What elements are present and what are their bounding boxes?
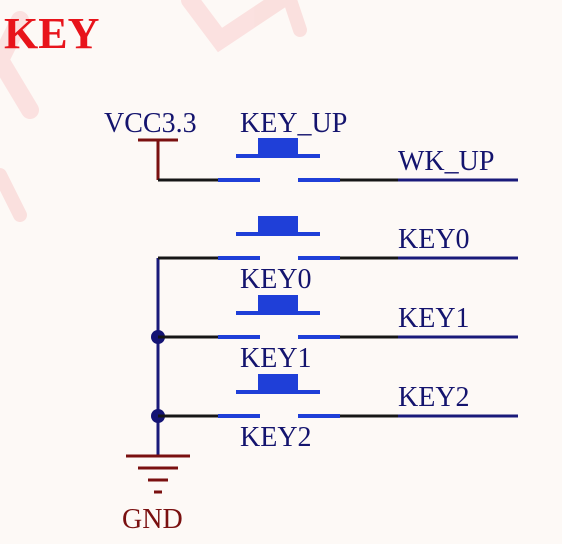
key1-button-cap	[258, 295, 298, 313]
key-up-button-cap	[258, 138, 298, 156]
gnd-label: GND	[122, 504, 183, 535]
key-up-ref-label: KEY_UP	[240, 108, 347, 139]
watermark-decoration	[0, 0, 307, 222]
key2-button-cap	[258, 374, 298, 392]
key1-ref-label: KEY1	[240, 343, 312, 374]
schematic-title: KEY	[4, 9, 99, 58]
key1-net-label: KEY1	[398, 303, 470, 334]
key0-button-cap	[258, 216, 298, 234]
key-up-net-label: WK_UP	[398, 146, 494, 177]
key2-ref-label: KEY2	[240, 422, 312, 453]
vcc-symbol	[138, 138, 178, 180]
key0-net-label: KEY0	[398, 224, 470, 255]
key2-net-label: KEY2	[398, 382, 470, 413]
gnd-symbol	[126, 454, 190, 494]
vcc-label: VCC3.3	[104, 108, 197, 139]
key0-ref-label: KEY0	[240, 264, 312, 295]
